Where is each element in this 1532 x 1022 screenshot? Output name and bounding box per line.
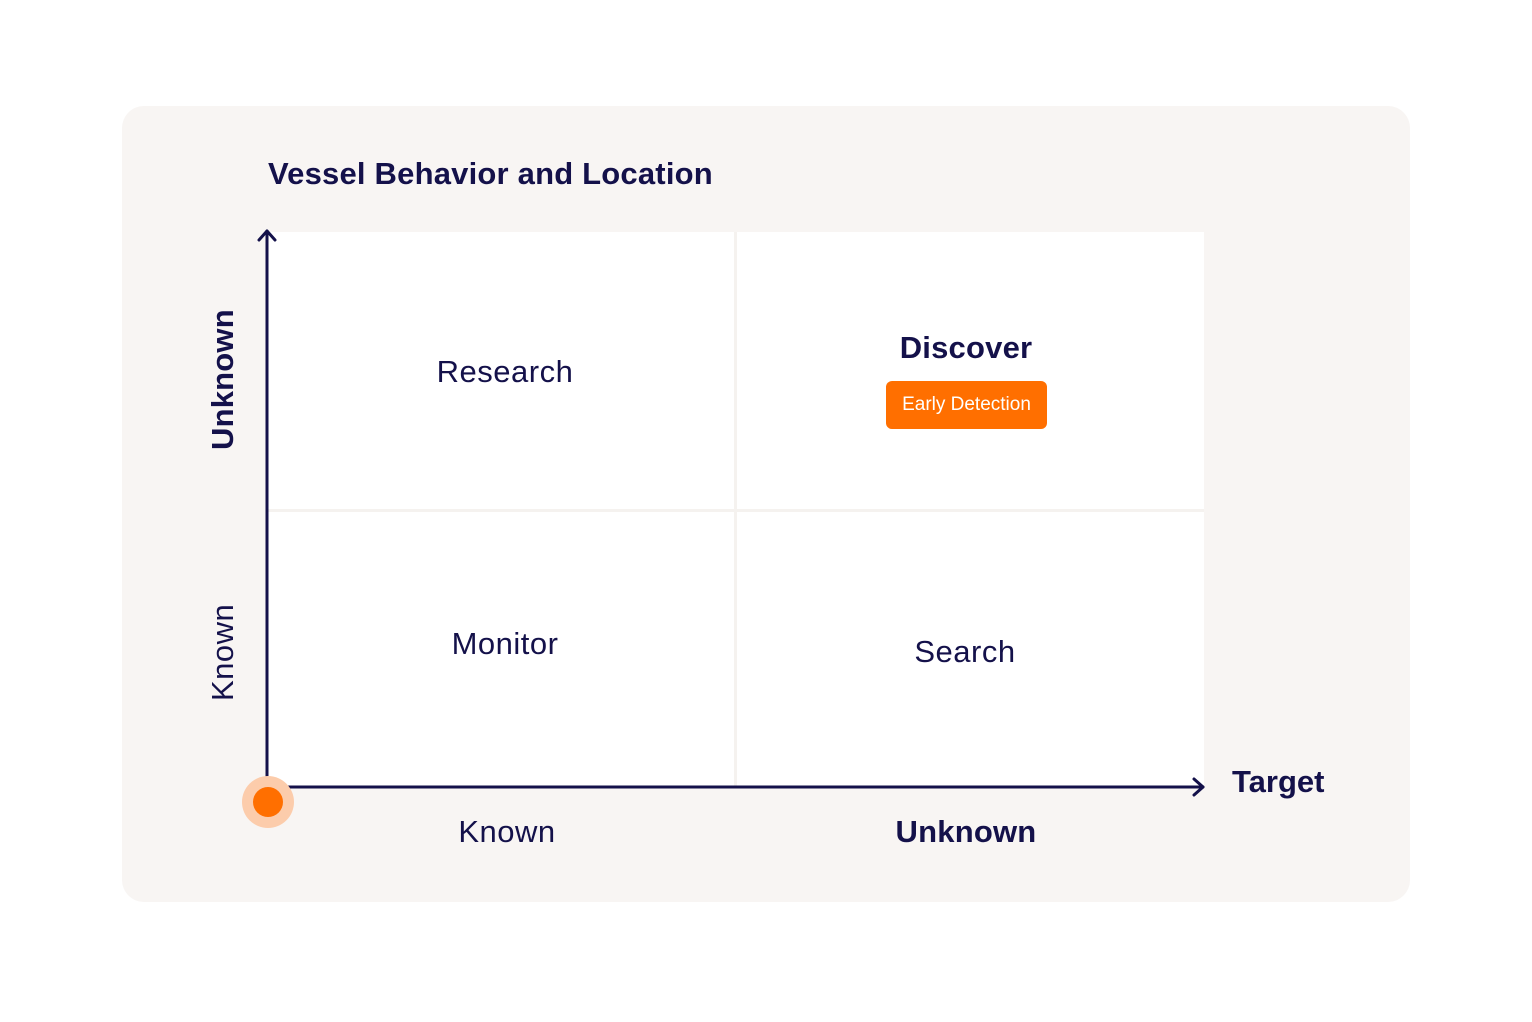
grid-divider-horizontal: [267, 509, 1204, 512]
x-axis-arrow-icon: [265, 777, 1205, 797]
x-axis-name: Target: [1232, 764, 1325, 799]
quadrant-monitor-label: Monitor: [451, 626, 559, 661]
y-axis-tick-known: Known: [205, 603, 240, 701]
y-axis-arrow-icon: [257, 229, 277, 789]
y-axis-tick-unknown: Unknown: [205, 309, 240, 450]
quadrant-discover-label: Discover: [899, 330, 1033, 365]
quadrant-search-label: Search: [914, 634, 1016, 669]
origin-marker-dot: [253, 787, 283, 817]
quadrant-research-label: Research: [436, 354, 574, 389]
x-axis-tick-unknown: Unknown: [895, 814, 1037, 849]
quadrant-grid: [267, 232, 1204, 787]
diagram-title: Vessel Behavior and Location: [268, 156, 713, 191]
x-axis-tick-known: Known: [458, 814, 556, 849]
early-detection-badge: Early Detection: [886, 381, 1047, 429]
